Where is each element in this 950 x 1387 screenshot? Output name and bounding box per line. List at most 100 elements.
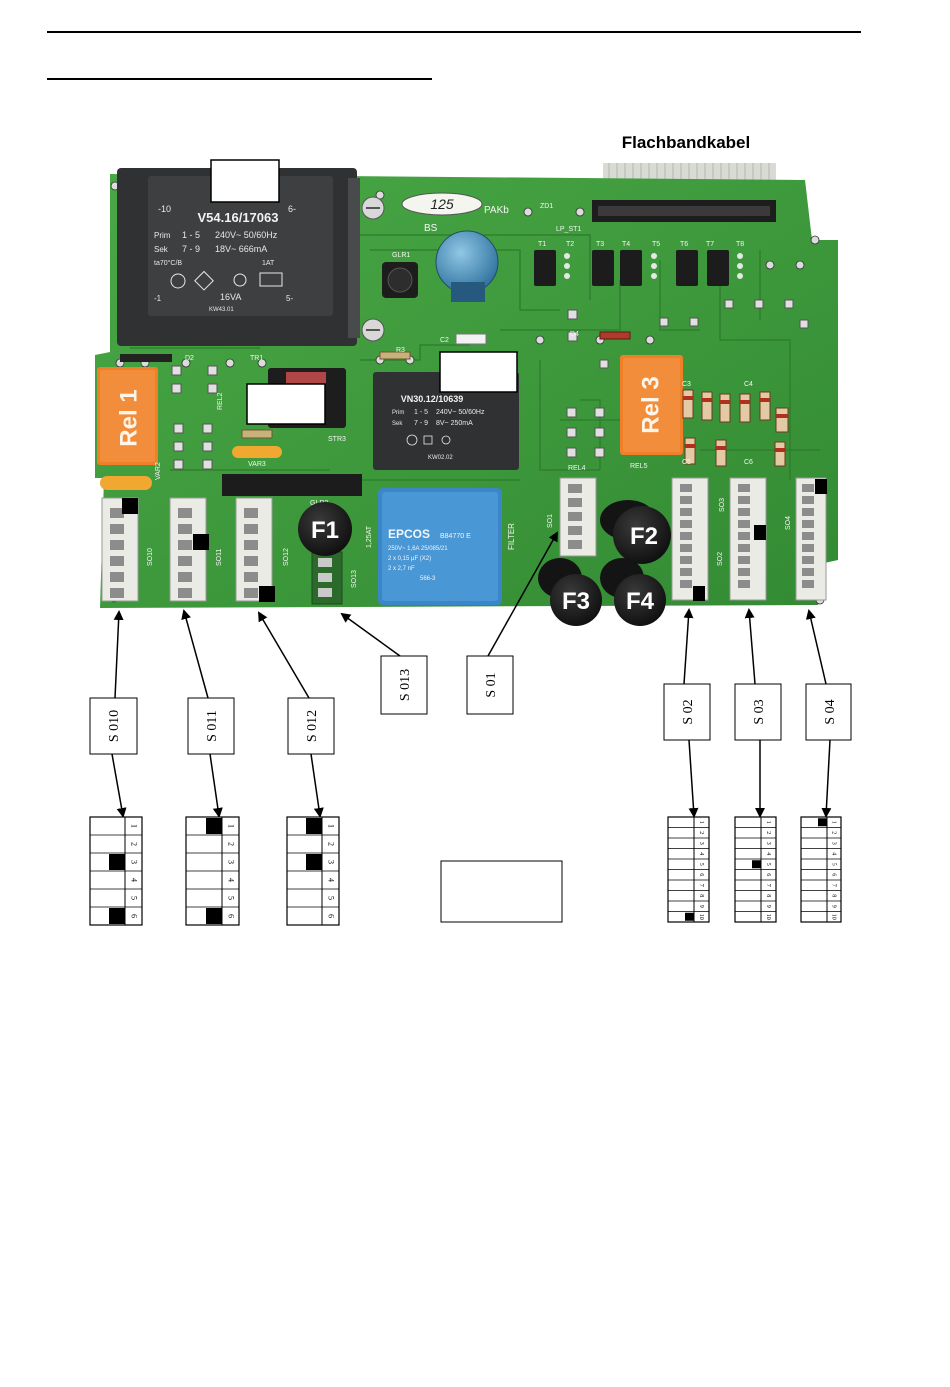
board-mark-so10: SO10 (147, 548, 154, 566)
redacted-label-box (246, 383, 326, 425)
dip-position-number: 4 (698, 852, 704, 855)
svg-text:T8: T8 (736, 241, 744, 248)
jumper-marker (193, 534, 209, 550)
board-mark-so11: SO11 (216, 549, 223, 566)
svg-text:Prim: Prim (392, 410, 404, 416)
relay-rel1: Rel 1 (97, 367, 158, 465)
dip-position-number: 10 (698, 914, 704, 920)
relay-rel3: Rel 3 (620, 355, 683, 455)
screw (361, 196, 385, 220)
svg-text:125: 125 (430, 196, 454, 212)
board-mark-fuse1-rating: 1,25AT (366, 525, 373, 548)
svg-text:2 x 0,15 µF (X2): 2 x 0,15 µF (X2) (388, 556, 431, 562)
dip-position-number: 9 (698, 905, 704, 908)
connector-so10 (101, 497, 139, 602)
dip-position-number: 3 (227, 860, 236, 864)
dip-position-number: 7 (831, 884, 837, 887)
dip-switch-on-marker (206, 818, 222, 834)
secondary-spec: 18V~ 666mA (215, 244, 267, 254)
transistors (534, 250, 743, 286)
diode (120, 354, 172, 362)
certification-marks (170, 270, 283, 291)
svg-text:566-3: 566-3 (420, 576, 436, 582)
dip-position-number: 2 (698, 831, 704, 834)
dip-position-number: 5 (227, 896, 236, 900)
filter-capacitor: EPCOS B84770 E 250V~ 1,6A 25/085/21 2 x … (378, 488, 502, 605)
choke-glr1 (382, 262, 418, 298)
svg-text:T4: T4 (622, 241, 630, 248)
fuse-label: F3 (562, 588, 590, 615)
svg-text:Sek: Sek (392, 421, 403, 427)
transformer-power: 16VA (220, 292, 241, 302)
dip-position-number: 6 (327, 914, 336, 918)
top-rule (47, 31, 861, 33)
redacted-label-box (210, 159, 280, 203)
relay-label: Rel 3 (637, 376, 664, 433)
dip-switch-on-marker (752, 860, 761, 869)
relay-label: Rel 1 (115, 389, 142, 446)
diode-array (682, 389, 789, 467)
dip-position-number: 10 (831, 914, 837, 920)
dip-position-number: 4 (831, 852, 837, 855)
dip-position-number: 2 (130, 842, 139, 846)
svg-text:1 - 5: 1 - 5 (414, 409, 428, 416)
fuse-rating: 1AT (262, 260, 275, 267)
svg-text:T2: T2 (566, 241, 574, 248)
transformer-small: VN30.12/10639 Prim 1 - 5 240V~ 50/60Hz S… (373, 372, 519, 470)
board-mark-rel5: REL5 (630, 463, 648, 470)
board-mark-c2: C2 (440, 337, 449, 344)
connector-so12 (235, 497, 273, 602)
dip-switch-on-marker (206, 908, 222, 924)
svg-text:KW02.02: KW02.02 (428, 455, 453, 461)
temperature-rating: ta70°C/B (154, 259, 182, 267)
callout-s010: S 010 (89, 697, 138, 755)
dip-position-number: 2 (327, 842, 336, 846)
svg-text:S 01: S 01 (484, 672, 499, 697)
dip-switch-on-marker (685, 912, 694, 921)
dip-position-number: 4 (765, 852, 771, 855)
board-mark-zd1: ZD1 (540, 203, 553, 210)
svg-text:T5: T5 (652, 241, 660, 248)
callout-s012: S 012 (287, 697, 335, 755)
capacitor-labels: C3 C4 C5 C6 (682, 381, 753, 466)
callout-s03: S 03 (734, 683, 782, 741)
pin-label: -10 (158, 204, 171, 214)
board-mark-d2: D2 (185, 355, 194, 362)
transistor-labels: T1 T2 T3 T4 T5 T6 T7 T8 (538, 241, 744, 248)
fuse-label: F2 (630, 523, 658, 550)
empty-note-box (440, 860, 563, 923)
dip-position-number: 7 (765, 884, 771, 887)
board-mark-lp-st1: LP_ST1 (556, 226, 581, 233)
dip-switch-on-marker (818, 818, 827, 827)
svg-text:C3: C3 (682, 381, 691, 388)
resistor (241, 429, 273, 439)
dip-position-number: 9 (831, 905, 837, 908)
board-mark-so1: SO1 (547, 514, 554, 528)
svg-text:VN30.12/10639: VN30.12/10639 (401, 394, 464, 404)
callout-s011: S 011 (187, 697, 235, 755)
board-mark-str3: STR3 (328, 436, 346, 443)
dip-position-number: 8 (831, 894, 837, 897)
pin-label: 6- (288, 204, 296, 214)
board-mark-r3: R3 (396, 347, 405, 354)
dip-position-number: 3 (765, 842, 771, 845)
fuse-f4: F4 (600, 558, 666, 626)
jumper-marker (122, 498, 138, 514)
dip-position-number: 6 (130, 914, 139, 918)
dip-position-number: 10 (765, 914, 771, 920)
dip-switch-on-marker (306, 854, 322, 870)
svg-text:8V~ 250mA: 8V~ 250mA (436, 420, 473, 427)
dip-switch-diagrams: 1234561234561234561234567891012345678910… (89, 816, 842, 926)
dip-position-number: 4 (130, 878, 139, 882)
fuse-label: F4 (626, 588, 655, 615)
connector-so4 (795, 477, 827, 601)
callout-s02: S 02 (663, 683, 711, 741)
dip-position-number: 6 (765, 873, 771, 876)
dip-position-number: 2 (227, 842, 236, 846)
callout-arrows (111, 531, 832, 818)
svg-text:T6: T6 (680, 241, 688, 248)
svg-text:S 011: S 011 (205, 710, 220, 742)
board-mark-pakb: PAKb (484, 205, 509, 216)
